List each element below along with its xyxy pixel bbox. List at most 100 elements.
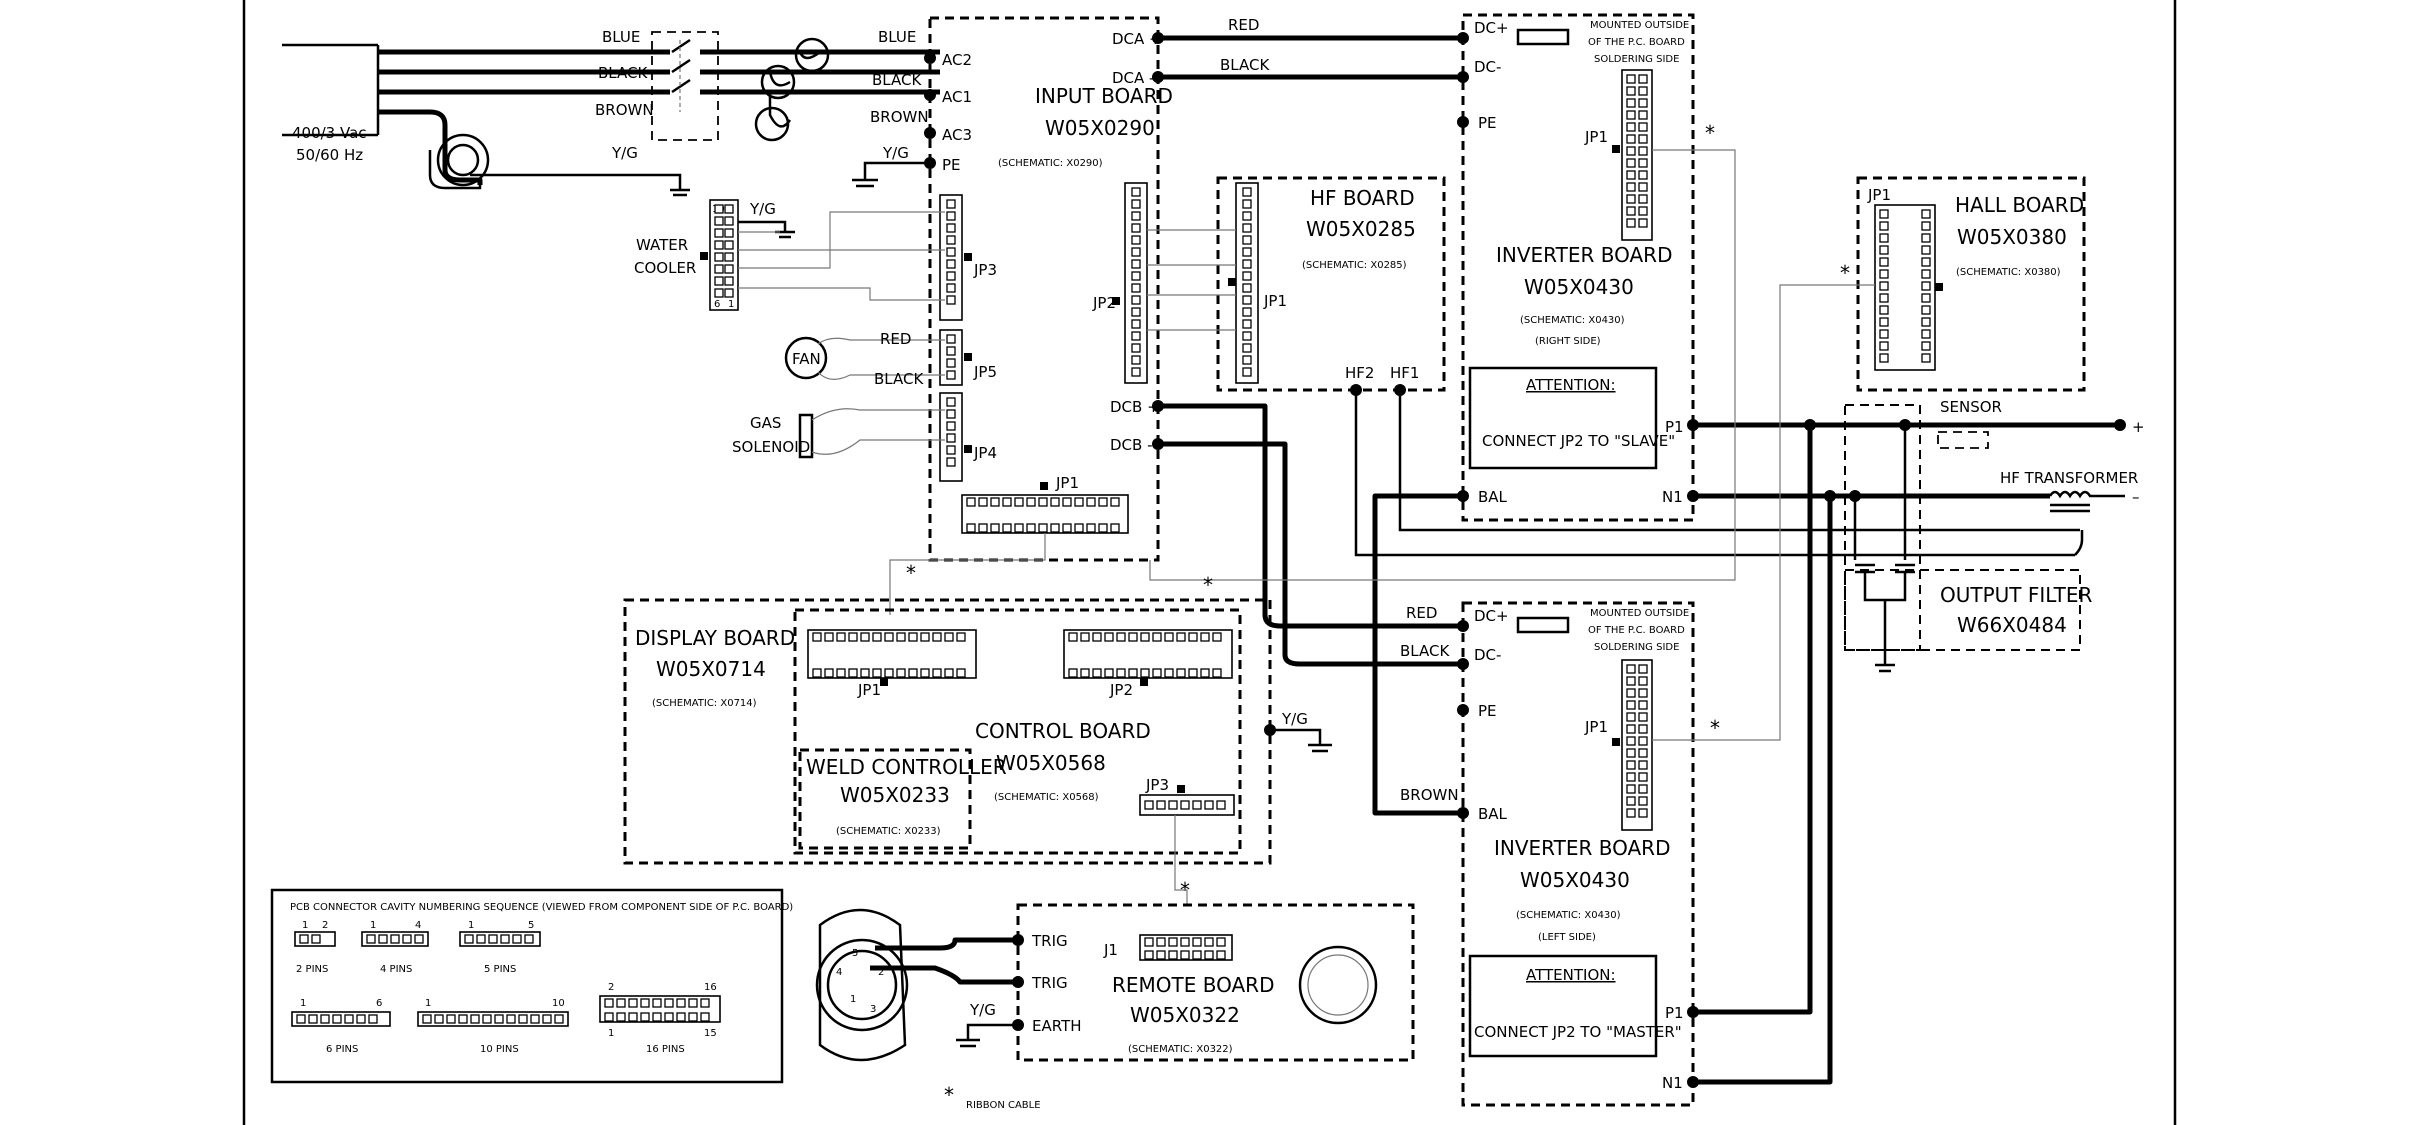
connector-pin	[1002, 523, 1012, 533]
connector-pin	[1921, 305, 1931, 315]
connector-pin	[500, 934, 510, 944]
legend-item-10-pins: 1 10 10 PINS	[417, 998, 569, 1055]
connector-pin	[1626, 110, 1636, 120]
remote-board: REMOTE BOARD W05X0322 (SCHEMATIC: X0322)…	[815, 903, 1415, 1062]
hall-board-schematic: (SCHEMATIC: X0380)	[1956, 267, 2061, 278]
connector-pin	[860, 668, 870, 678]
cooler-ground-label: Y/G	[749, 200, 776, 218]
output-filter-code: W66X0484	[1957, 613, 2067, 637]
hall-sensor-label: SENSOR	[1940, 398, 2002, 416]
bal-wire-brown: BROWN	[1400, 786, 1459, 804]
connector-pin	[530, 1014, 540, 1024]
gas-label-1: GAS	[750, 414, 781, 432]
connector-pin	[1216, 937, 1226, 947]
input-board-title: INPUT BOARD	[1035, 84, 1173, 108]
svg-text:10 PINS: 10 PINS	[480, 1044, 519, 1055]
connector-pin	[1626, 134, 1636, 144]
connector-pin	[932, 668, 942, 678]
connector-pin	[1192, 950, 1202, 960]
connector-pin	[1626, 206, 1636, 216]
connector-pin	[1116, 632, 1126, 642]
connector-pin	[1242, 355, 1252, 365]
connector-pin	[1626, 796, 1636, 806]
connector-pin	[1200, 632, 1210, 642]
connector-pin	[1242, 235, 1252, 245]
connector-pin	[1110, 523, 1120, 533]
inverter-right-jp1: JP1	[1584, 128, 1608, 146]
connector-pin	[1242, 247, 1252, 257]
svg-text:6: 6	[376, 998, 382, 1009]
connector-pin	[1921, 209, 1931, 219]
connector-pin	[1131, 271, 1141, 281]
inverter-left-code: W05X0430	[1520, 868, 1630, 892]
hall-board: HALL BOARD W05X0380 (SCHEMATIC: X0380) J…	[1844, 176, 2086, 651]
connector-pin	[414, 934, 424, 944]
display-board-schematic: (SCHEMATIC: X0714)	[652, 698, 757, 709]
connector-pin	[714, 288, 724, 298]
connector-pin	[946, 334, 956, 344]
hf-board-code: W05X0285	[1306, 217, 1416, 241]
inverter-left-side: (LEFT SIDE)	[1538, 932, 1596, 943]
wire-black-label: BLACK	[598, 64, 648, 82]
connector-pin	[1242, 223, 1252, 233]
connector-pin	[990, 497, 1000, 507]
connector-pin	[604, 998, 614, 1008]
connector-pin	[1638, 688, 1648, 698]
connector-pin	[554, 1014, 564, 1024]
connector-pin	[1131, 247, 1141, 257]
control-connector-jp3: JP3	[1145, 776, 1169, 794]
connector-pin	[1062, 497, 1072, 507]
remote-terminal-trig-2: TRIG	[1031, 974, 1068, 992]
connector-pin	[724, 264, 734, 274]
connector-pin	[1131, 259, 1141, 269]
connector-pin	[664, 1012, 674, 1022]
display-board: DISPLAY BOARD W05X0714 (SCHEMATIC: X0714…	[623, 598, 1272, 865]
connector-pin	[836, 632, 846, 642]
connector-pin	[872, 632, 882, 642]
control-ground-label: Y/G	[1281, 710, 1308, 728]
fan-wire-red: RED	[880, 330, 911, 348]
connector-pin	[1626, 146, 1636, 156]
connector-pin	[1626, 194, 1636, 204]
connector-pin	[434, 1014, 444, 1024]
connector-pin	[1156, 800, 1166, 810]
connector-pin	[1050, 497, 1060, 507]
connector-pin	[1638, 206, 1648, 216]
connector-pin	[1626, 688, 1636, 698]
connector-pin	[1168, 950, 1178, 960]
connector-pin	[1152, 668, 1162, 678]
weld-controller-title: WELD CONTROLLER	[806, 755, 1007, 779]
connector-pin	[1638, 736, 1648, 746]
connector-pin	[1638, 182, 1648, 192]
attention-box-right	[1468, 366, 1658, 470]
connector-pin	[1921, 317, 1931, 327]
connector-pin	[1068, 632, 1078, 642]
inverter-right-bal: BAL	[1478, 488, 1508, 506]
inverter-left-mounted-2: OF THE P.C. BOARD	[1588, 625, 1685, 636]
legend-item-2-pins: 1 2 2 PINS	[294, 920, 336, 975]
connector-pin	[1038, 497, 1048, 507]
plug-pin-3: 3	[870, 1004, 876, 1015]
connector-pin	[1242, 331, 1252, 341]
output-filter-title: OUTPUT FILTER	[1940, 583, 2093, 607]
inverter-right-n1: N1	[1662, 488, 1683, 506]
connector-pin	[836, 668, 846, 678]
hf-board-title: HF BOARD	[1310, 186, 1415, 210]
water-pin-1: 1	[728, 299, 734, 310]
connector-pin	[332, 1014, 342, 1024]
connector-pin	[1164, 668, 1174, 678]
connector-pin	[1098, 497, 1108, 507]
connector-pin	[1131, 367, 1141, 377]
input-wire-brown: BROWN	[870, 108, 929, 126]
control-connector-jp1: JP1	[857, 681, 881, 699]
connector-pin	[946, 409, 956, 419]
connector-pin	[1626, 182, 1636, 192]
input-wire-black: BLACK	[872, 71, 922, 89]
connector-pin	[640, 998, 650, 1008]
connector-pin	[1131, 283, 1141, 293]
connector-pin	[1638, 676, 1648, 686]
connector-pin	[1638, 134, 1648, 144]
connector-pin	[1626, 86, 1636, 96]
connector-pin	[308, 1014, 318, 1024]
connector-pin	[1192, 800, 1202, 810]
